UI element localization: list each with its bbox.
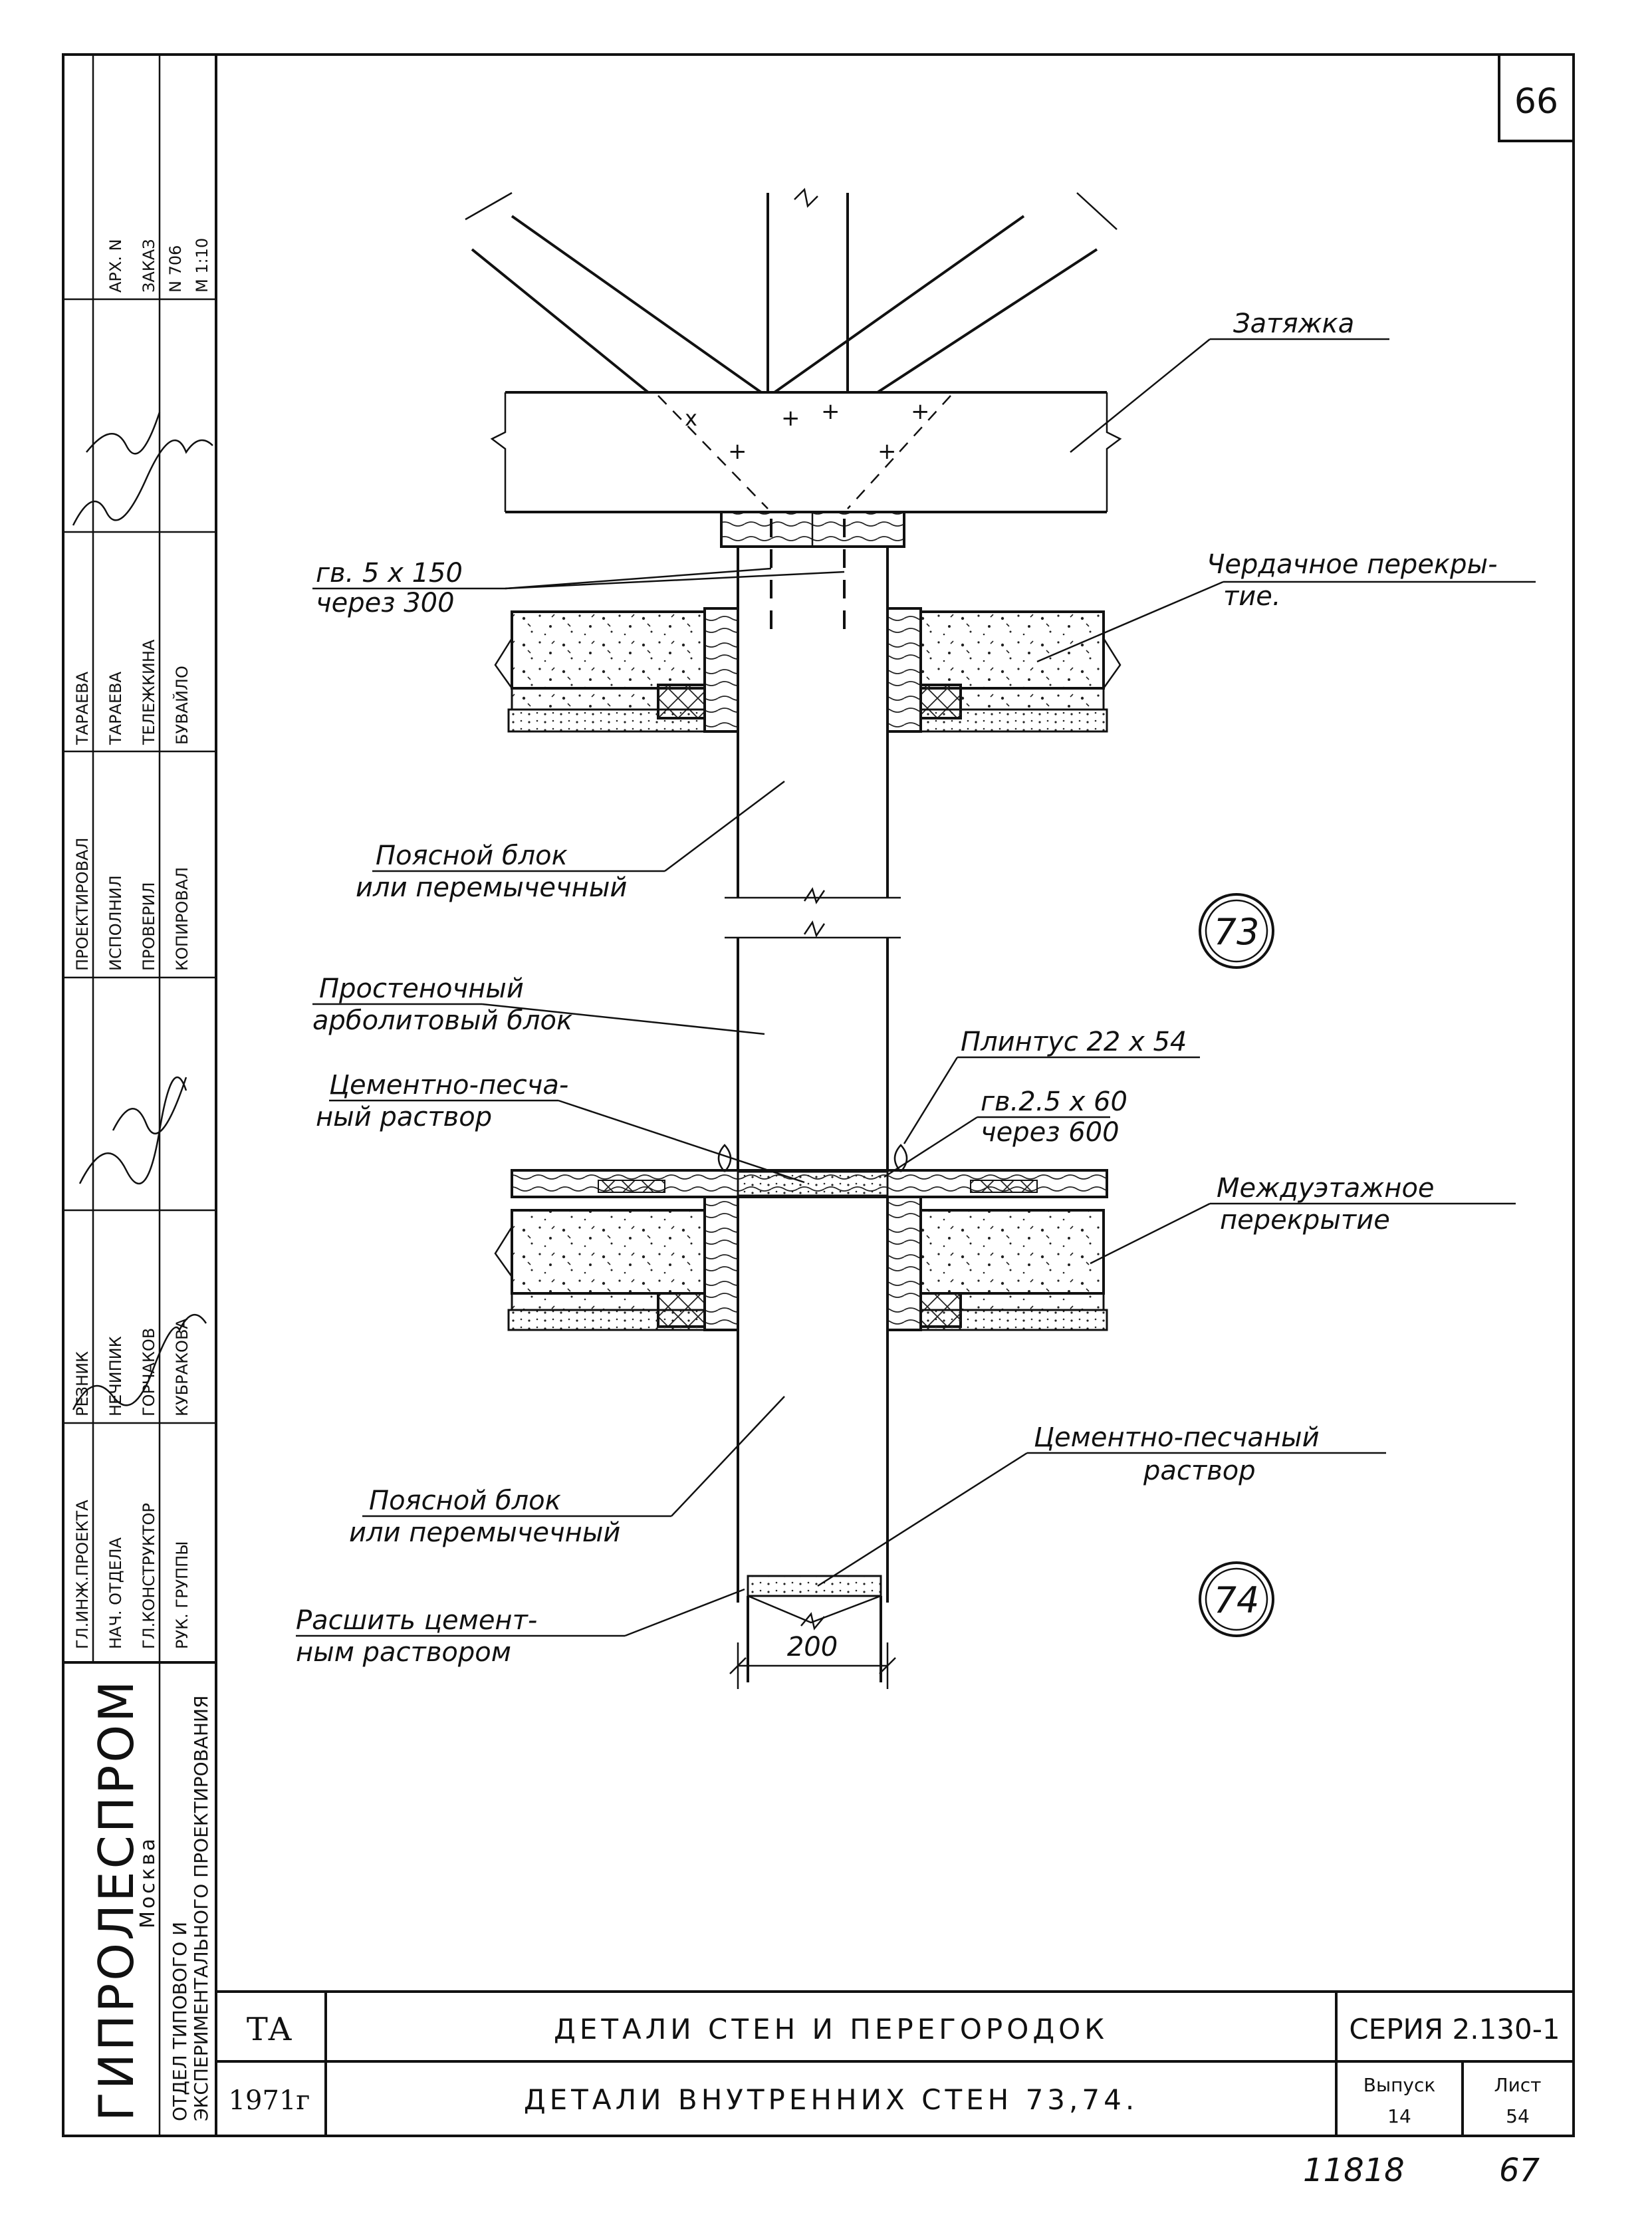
label-attic-floor-2: тие. — [1223, 581, 1281, 612]
label-interfloor-2: перекрытие — [1220, 1205, 1390, 1236]
label-nails-mid-2: через 600 — [981, 1117, 1120, 1148]
leaders-74 — [296, 1003, 1516, 1637]
org-name: ГИПРОЛЕСПРОМ — [88, 1678, 144, 2121]
role-label: РУК. ГРУППЫ — [173, 1541, 191, 1649]
svg-text:+: + — [911, 398, 930, 425]
label-attic-floor-1: Чердачное перекры- — [1207, 549, 1498, 580]
svg-text:+: + — [821, 398, 840, 425]
issue-label: Выпуск — [1363, 2074, 1436, 2096]
sheet-label: Лист — [1494, 2074, 1542, 2096]
signatures — [72, 412, 213, 1410]
callout-74: 74 — [1199, 1561, 1274, 1637]
role-name: РЕЗНИК — [73, 1351, 92, 1416]
tie-beam: x + + + + + — [490, 391, 1122, 513]
svg-text:+: + — [728, 438, 747, 465]
detail-74: 200 Простеночный арболитовый блок Плинту… — [296, 920, 1516, 1689]
svg-text:x: x — [685, 406, 697, 431]
org-dept-line1: ОТДЕЛ ТИПОВОГО И — [169, 1922, 191, 2121]
label-joint-1: Расшить цемент- — [296, 1605, 537, 1636]
scale: М 1:10 — [193, 238, 211, 293]
label-pier-block-1: Простеночный — [319, 974, 524, 1004]
role-label: КОПИРОВАЛ — [173, 867, 191, 971]
roles-column-2: ПРОЕКТИРОВАЛ ИСПОЛНИЛ ПРОВЕРИЛ КОПИРОВАЛ… — [73, 639, 191, 971]
callout-74-number: 74 — [1214, 1579, 1260, 1621]
leaders-73 — [312, 338, 1536, 872]
drawing-title: ДЕТАЛИ СТЕН И ПЕРЕГОРОДОК — [554, 2013, 1108, 2045]
attic-floor-left — [494, 607, 739, 733]
issue-value: 14 — [1387, 2105, 1411, 2127]
label-belt-block-top-2: или перемычечный — [356, 872, 627, 903]
label-belt-block-low-1: Поясной блок — [369, 1486, 561, 1516]
role-label: ПРОВЕРИЛ — [140, 882, 158, 971]
role-label: ГЛ.ИНЖ.ПРОЕКТА — [73, 1500, 92, 1649]
label-nails-top-1: гв. 5 x 150 — [316, 558, 463, 588]
archive-label: АРХ. N — [106, 239, 125, 293]
role-label: НАЧ. ОТДЕЛА — [106, 1537, 125, 1649]
role-name: БУВАЙЛО — [172, 666, 191, 745]
archive-block: АРХ. N ЗАКАЗ N 706 М 1:10 — [106, 238, 211, 293]
labels-73: Затяжка гв. 5 x 150 через 300 Чердачное … — [316, 309, 1498, 903]
label-mortar-mid-2: ный раствор — [316, 1102, 492, 1132]
callout-73-number: 73 — [1214, 911, 1260, 953]
svg-text:+: + — [781, 405, 800, 432]
role-label: ПРОЕКТИРОВАЛ — [73, 837, 92, 971]
labels-74: Простеночный арболитовый блок Плинтус 22… — [296, 974, 1435, 1668]
label-nails-top-2: через 300 — [316, 588, 455, 618]
role-name: ТАРАЕВА — [106, 671, 125, 745]
drawing-subtitle: ДЕТАЛИ ВНУТРЕННИХ СТЕН 73,74. — [524, 2083, 1138, 2116]
dimension-value: 200 — [787, 1632, 838, 1662]
label-joint-2: ным раствором — [296, 1637, 511, 1668]
order-label: ЗАКАЗ — [140, 239, 158, 293]
series: СЕРИЯ 2.130-1 — [1349, 2013, 1560, 2045]
wall-block-mid — [725, 920, 901, 1576]
attic-floor-right — [886, 607, 1121, 733]
callout-73: 73 — [1199, 893, 1274, 969]
rafters — [465, 188, 1118, 394]
interfloor-right — [886, 1196, 1108, 1331]
label-nails-mid-1: гв.2.5 x 60 — [981, 1087, 1127, 1117]
label-pier-block-2: арболитовый блок — [312, 1005, 572, 1036]
label-tie-beam: Затяжка — [1233, 309, 1354, 339]
role-name: ТЕЛЕЖКИНА — [140, 639, 158, 745]
sheet-number-top: 66 — [1514, 82, 1558, 122]
interfloor-left — [494, 1196, 739, 1331]
org-city: Москва — [136, 1836, 160, 1928]
role-name: ГОРЧАКОВ — [140, 1328, 158, 1416]
org-stamp: ГИПРОЛЕСПРОМ Москва ОТДЕЛ ТИПОВОГО И ЭКС… — [88, 1678, 212, 2121]
detail-73: x + + + + + — [312, 188, 1536, 969]
title-year: 1971г — [229, 2085, 310, 2116]
label-mortar-low-1: Цементно-песчаный — [1034, 1422, 1320, 1453]
role-label: ИСПОЛНИЛ — [106, 875, 125, 971]
roles-column-1: ГЛ.ИНЖ.ПРОЕКТА НАЧ. ОТДЕЛА ГЛ.КОНСТРУКТО… — [73, 1318, 191, 1649]
floor-boards — [511, 1144, 1108, 1198]
role-name: КУБРАКОВА — [173, 1318, 191, 1416]
role-name: ТАРАЕВА — [73, 671, 92, 745]
role-label: ГЛ.КОНСТРУКТОР — [140, 1503, 158, 1649]
mortar-bed — [737, 1575, 889, 1682]
label-belt-block-top-1: Поясной блок — [376, 841, 568, 871]
svg-text:+: + — [878, 438, 897, 465]
org-dept-line2: ЭКСПЕРИМЕНТАЛЬНОГО ПРОЕКТИРОВАНИЯ — [190, 1696, 212, 2121]
dimension-200: 200 — [729, 1632, 896, 1689]
label-belt-block-low-2: или перемычечный — [349, 1517, 620, 1548]
label-interfloor-1: Междуэтажное — [1217, 1173, 1435, 1204]
role-name: НЕЧИПИК — [106, 1336, 125, 1416]
sheet-number-bottom: 67 — [1499, 2152, 1540, 2189]
sheet-value: 54 — [1506, 2105, 1530, 2127]
label-mortar-low-2: раствор — [1143, 1456, 1256, 1486]
title-code: ТА — [247, 2011, 292, 2048]
inventory-number: 11818 — [1303, 2152, 1405, 2189]
sheet-frame — [62, 53, 1575, 2137]
label-skirting: Плинтус 22 x 54 — [961, 1027, 1187, 1057]
sheet-number-box: 66 — [1498, 53, 1575, 142]
title-block: ТА 1971г ДЕТАЛИ СТЕН И ПЕРЕГОРОДОК ДЕТАЛ… — [216, 1990, 1574, 2136]
label-mortar-mid-1: Цементно-песча- — [329, 1070, 568, 1101]
order-number: N 706 — [166, 245, 185, 293]
